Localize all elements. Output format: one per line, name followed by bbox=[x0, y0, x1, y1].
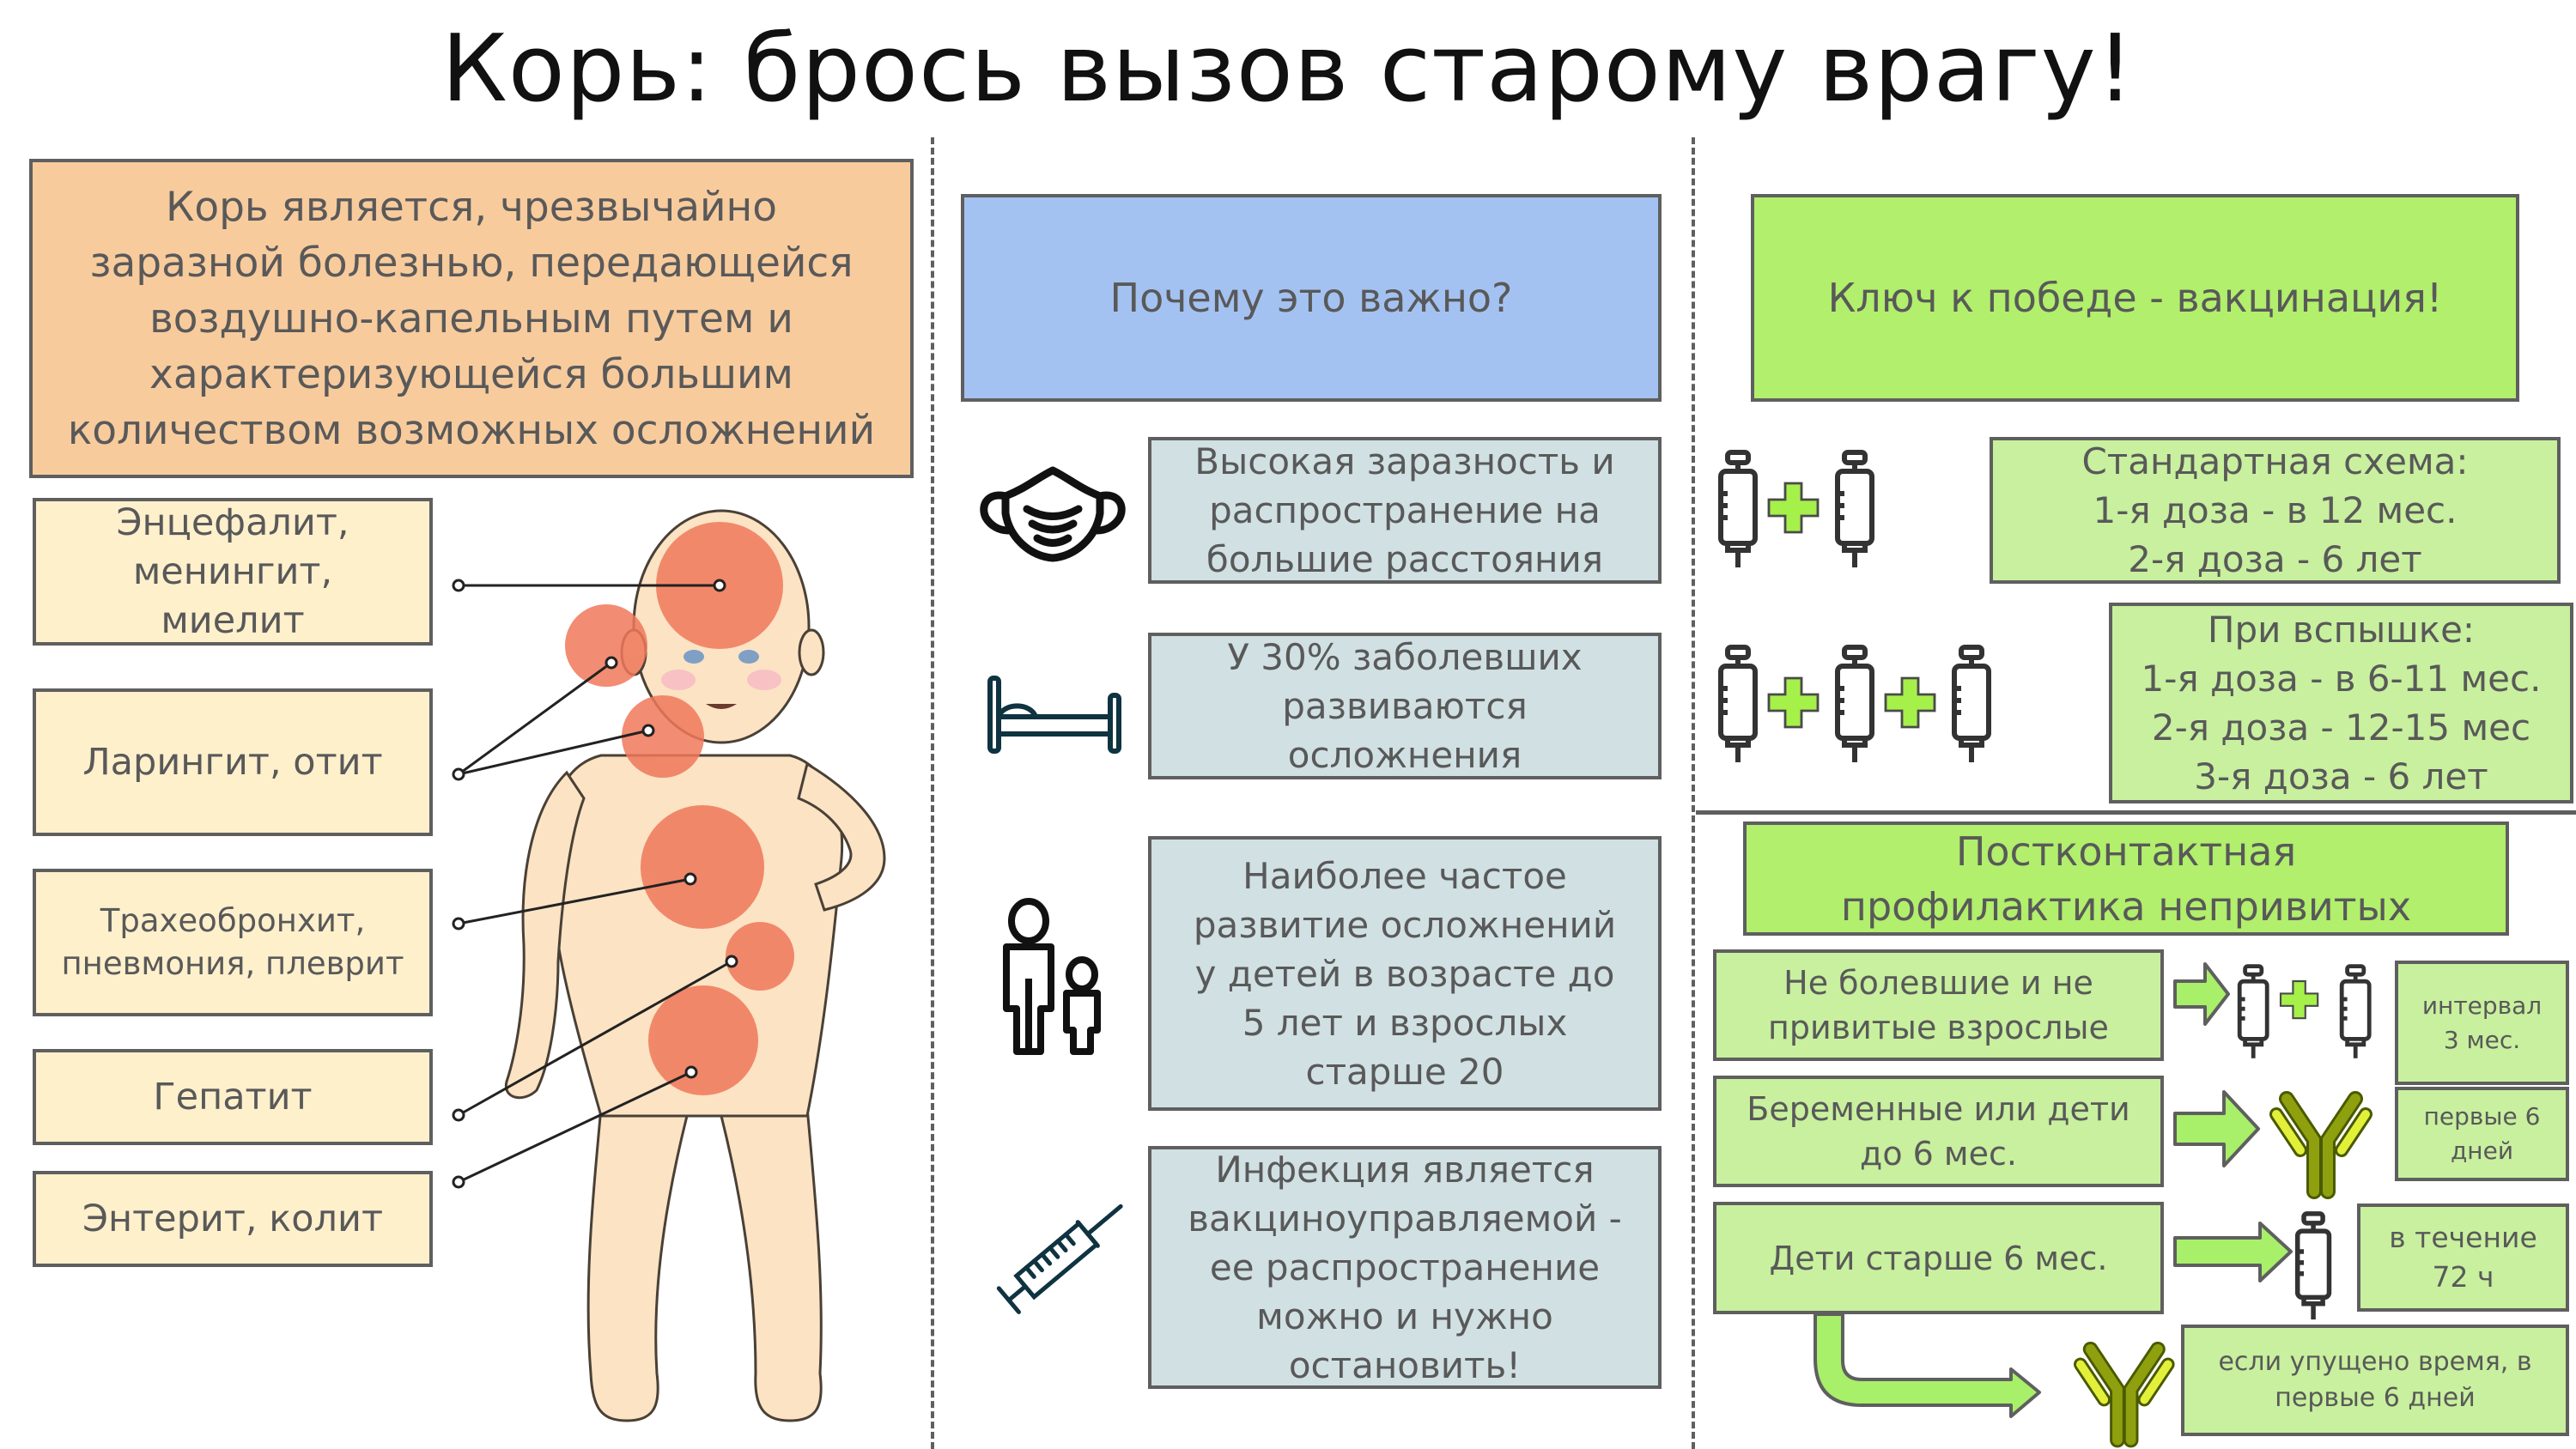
larynx-marker bbox=[622, 695, 704, 778]
complication-liver-box: Гепатит bbox=[33, 1049, 433, 1145]
column-divider-right bbox=[1692, 137, 1695, 1449]
adult-and-child-icon bbox=[1003, 898, 1101, 1055]
face bbox=[661, 650, 781, 709]
curved-arrow-icon bbox=[1814, 1313, 2041, 1418]
page-title: Корь: брось вызов старому врагу! bbox=[441, 15, 2135, 123]
vaccine-syringe-icon bbox=[2237, 964, 2269, 1058]
reason-complications-box: У 30% заболевших развиваются осложнения bbox=[1148, 633, 1662, 779]
complication-ent-box: Ларингит, отит bbox=[33, 688, 433, 836]
complication-lungs-box: Трахеобронхит, пневмония, плеврит bbox=[33, 869, 433, 1016]
ear-marker bbox=[565, 604, 647, 687]
note-first-6-days: первые 6 дней bbox=[2395, 1087, 2569, 1181]
vaccine-syringe-icon bbox=[1835, 645, 1874, 762]
group-unvaccinated-adults: Не болевшие и не привитые взрослые bbox=[1713, 949, 2164, 1061]
why-important-header: Почему это важно? bbox=[961, 194, 1662, 402]
lungs-marker bbox=[641, 805, 764, 929]
outbreak-schedule-box: При вспышке: 1-я доза - в 6-11 мес. 2-я … bbox=[2109, 603, 2573, 803]
outbreak-schedule-title: При вспышке: bbox=[2207, 609, 2476, 651]
vaccine-syringe-icon bbox=[1718, 450, 1758, 567]
plus-icon bbox=[1767, 676, 1820, 729]
group-pregnant-infants: Беременные или дети до 6 мес. bbox=[1713, 1076, 2164, 1187]
arrow-right-icon bbox=[2173, 1222, 2293, 1282]
vaccine-syringe-icon bbox=[1952, 645, 1991, 762]
plus-icon bbox=[1767, 482, 1820, 534]
vaccine-syringe-icon bbox=[1718, 645, 1758, 762]
liver-marker bbox=[726, 922, 794, 991]
measles-intro-box: Корь является, чрезвычайно заразной боле… bbox=[29, 159, 914, 478]
reason-vaccine-preventable-box: Инфекция является вакциноуправляемой - е… bbox=[1148, 1146, 1662, 1389]
intestines-marker bbox=[648, 985, 758, 1095]
group-children-over-6-months: Дети старше 6 мес. bbox=[1713, 1202, 2164, 1314]
reason-contagious-box: Высокая заразность и распространение на … bbox=[1148, 437, 1662, 584]
vaccine-syringe-icon bbox=[1835, 450, 1874, 567]
child-body-illustration bbox=[452, 509, 886, 1422]
vaccination-header: Ключ к победе - вакцинация! bbox=[1751, 194, 2519, 402]
plus-icon bbox=[1884, 676, 1936, 729]
plus-icon bbox=[2279, 979, 2319, 1020]
outbreak-schedule-doses: 1-я доза - в 6-11 мес. 2-я доза - 12-15 … bbox=[2141, 658, 2542, 797]
arrow-right-icon bbox=[2173, 1090, 2260, 1167]
face-mask-icon bbox=[980, 466, 1126, 562]
standard-schedule-doses: 1-я доза - в 12 мес. 2-я доза - 6 лет bbox=[2093, 489, 2458, 580]
reason-age-groups-box: Наиболее частое развитие осложнений у де… bbox=[1148, 836, 1662, 1111]
vaccine-syringe-icon bbox=[2294, 1211, 2332, 1320]
outbreak-doses-icons bbox=[1718, 645, 1991, 762]
column-divider-left bbox=[931, 137, 934, 1449]
leader-lines bbox=[452, 579, 738, 1189]
standard-schedule-title: Стандартная схема: bbox=[2081, 440, 2469, 482]
postexposure-header: Постконтактная профилактика непривитых bbox=[1743, 822, 2509, 936]
syringe-icon bbox=[996, 1203, 1123, 1314]
arrow-right-icon bbox=[2173, 962, 2230, 1026]
standard-schedule-box: Стандартная схема: 1-я доза - в 12 мес. … bbox=[1990, 437, 2561, 584]
complication-brain-box: Энцефалит, менингит, миелит bbox=[33, 498, 433, 646]
vaccine-syringe-icon bbox=[2339, 964, 2372, 1058]
standard-doses-icons bbox=[1718, 450, 1874, 567]
bed-icon bbox=[987, 676, 1121, 754]
antibody-icon bbox=[2269, 1091, 2372, 1199]
note-interval: интервал 3 мес. bbox=[2395, 961, 2569, 1085]
note-within-72h: в течение 72 ч bbox=[2357, 1203, 2569, 1312]
complication-intestines-box: Энтерит, колит bbox=[33, 1171, 433, 1267]
note-missed-time: если упущено время, в первые 6 дней bbox=[2181, 1325, 2569, 1436]
antibody-icon bbox=[2074, 1341, 2175, 1448]
inflammation-markers bbox=[565, 522, 794, 1095]
section-divider bbox=[1696, 810, 2576, 815]
